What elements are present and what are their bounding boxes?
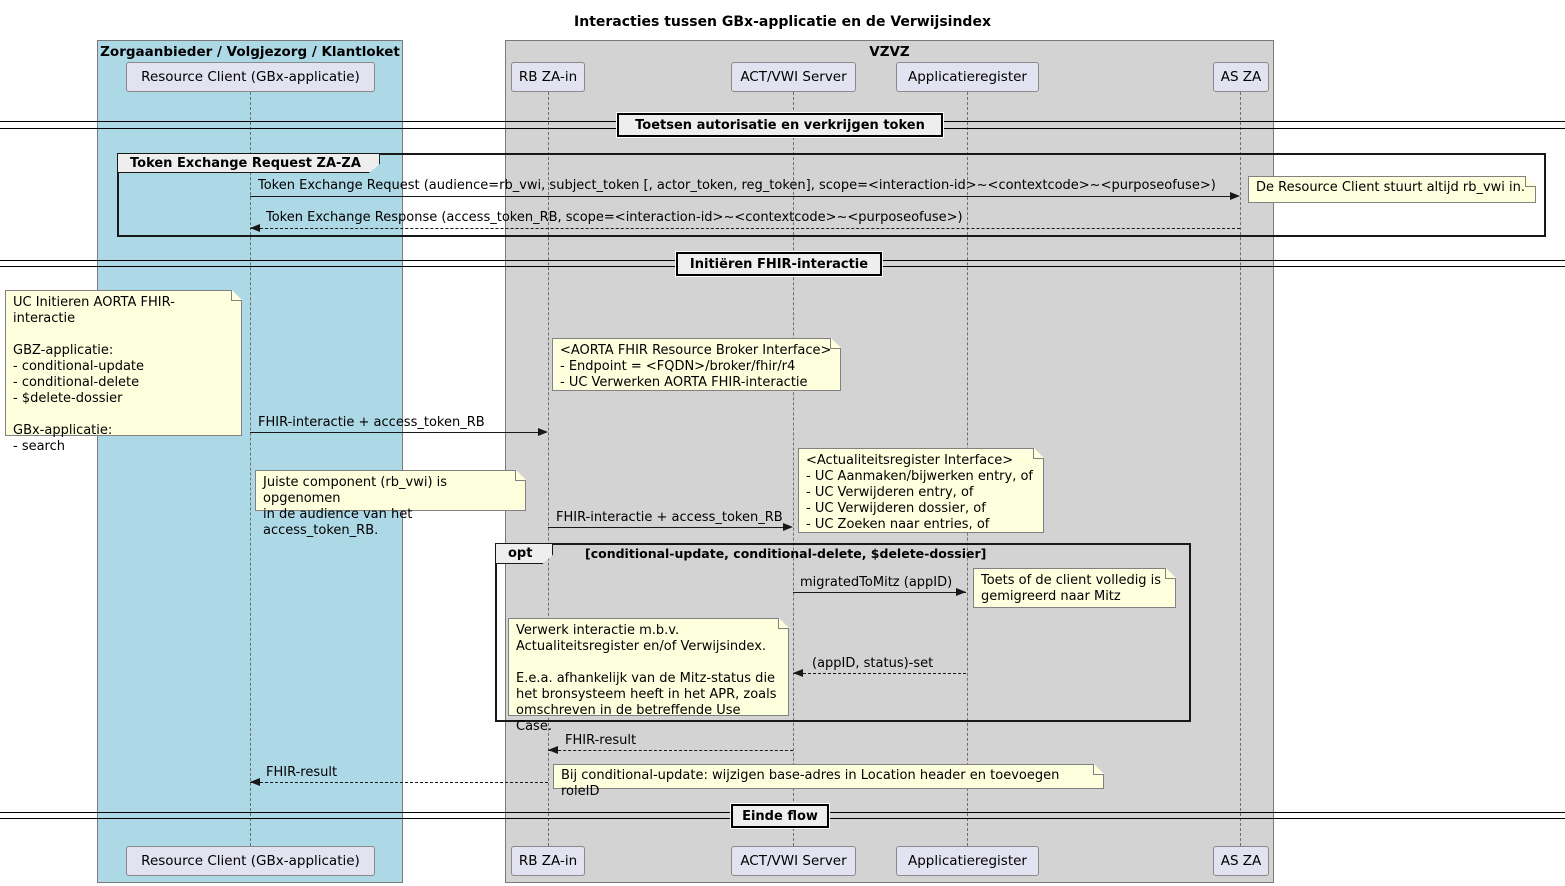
box-vzvz-title: VZVZ [869, 44, 910, 60]
note-uc-initieren: UC Initieren AORTA FHIR-interactie GBZ-a… [5, 290, 242, 454]
note-verwerk-interactie: Verwerk interactie m.b.v. Actualiteitsre… [508, 618, 789, 734]
note-uc-initieren-text: UC Initieren AORTA FHIR-interactie GBZ-a… [13, 295, 175, 454]
participant-applicatieregister-top: Applicatieregister [896, 62, 1039, 92]
box-zorgaanbieder-title: Zorgaanbieder / Volgjezorg / Klantloket [100, 44, 400, 60]
note-fold-icon [830, 338, 841, 349]
note-fold-icon [778, 618, 789, 629]
message-label-fhir-result-1: FHIR-result [565, 733, 637, 748]
message-arrow-fhir-interactie-1 [250, 432, 539, 433]
note-rb-vwi: De Resource Client stuurt altijd rb_vwi … [1248, 176, 1536, 203]
opt-frame [495, 543, 1191, 722]
note-toets-client: Toets of de client volledig is gemigreer… [973, 568, 1176, 608]
note-aorta-broker-interface: <AORTA FHIR Resource Broker Interface> -… [552, 338, 841, 391]
lifeline-rb-za-in [548, 92, 549, 846]
message-label-migrated-to-mitz: migratedToMitz (appID) [800, 575, 953, 590]
note-fold-icon [515, 470, 526, 481]
note-fold-icon [1093, 764, 1104, 775]
message-label-appid-status-set: (appID, status)-set [812, 656, 934, 671]
participant-as-za-label: AS ZA [1220, 69, 1262, 85]
divider-toetsen-autorisatie: Toetsen autorisatie en verkrijgen token [617, 113, 943, 137]
message-label-token-exchange-request: Token Exchange Request (audience=rb_vwi,… [258, 178, 1216, 193]
arrowhead-right-icon [1230, 192, 1240, 200]
lifeline-resource-client [250, 92, 251, 846]
participant-applicatieregister-label: Applicatieregister [908, 853, 1027, 869]
divider-einde-flow: Einde flow [731, 804, 829, 828]
participant-resource-client-label: Resource Client (GBx-applicatie) [141, 69, 360, 85]
message-arrow-migrated-to-mitz [793, 592, 966, 593]
note-bij-conditional-update-text: Bij conditional-update: wijzigen base-ad… [561, 768, 1060, 799]
participant-as-za-bottom: AS ZA [1213, 846, 1269, 876]
note-rb-vwi-text: De Resource Client stuurt altijd rb_vwi … [1256, 180, 1526, 195]
participant-resource-client-label: Resource Client (GBx-applicatie) [141, 853, 360, 869]
note-aorta-broker-interface-text: <AORTA FHIR Resource Broker Interface> -… [560, 343, 832, 390]
message-arrow-token-exchange-request [250, 196, 1231, 197]
note-fold-icon [231, 290, 242, 301]
arrowhead-left-icon [548, 746, 558, 754]
arrowhead-right-icon [538, 428, 548, 436]
message-label-fhir-interactie-1: FHIR-interactie + access_token_RB [258, 415, 485, 430]
participant-rb-za-in-top: RB ZA-in [511, 62, 585, 92]
participant-applicatieregister-label: Applicatieregister [908, 69, 1027, 85]
note-actualiteitsregister-interface-text: <Actualiteitsregister Interface> - UC Aa… [806, 453, 1034, 532]
lifeline-act-vwi-server [793, 92, 794, 846]
arrowhead-right-icon [956, 588, 966, 596]
note-fold-icon [1033, 448, 1044, 459]
participant-act-vwi-server-bottom: ACT/VWI Server [731, 846, 856, 876]
participant-rb-za-in-bottom: RB ZA-in [511, 846, 585, 876]
note-bij-conditional-update: Bij conditional-update: wijzigen base-ad… [553, 764, 1104, 799]
divider-initieren-fhir: Initiëren FHIR-interactie [676, 252, 882, 276]
note-fold-icon [1165, 568, 1176, 579]
group-token-exchange-frame [117, 153, 1546, 237]
participant-act-vwi-server-label: ACT/VWI Server [740, 853, 847, 869]
note-fold-icon [1525, 176, 1536, 187]
participant-as-za-label: AS ZA [1220, 853, 1262, 869]
participant-rb-za-in-label: RB ZA-in [518, 853, 578, 869]
message-arrow-fhir-result-2 [250, 782, 548, 783]
message-arrow-token-exchange-response [250, 228, 1240, 229]
note-actualiteitsregister-interface: <Actualiteitsregister Interface> - UC Aa… [798, 448, 1044, 533]
lifeline-as-za [1240, 92, 1241, 846]
participant-as-za-top: AS ZA [1213, 62, 1269, 92]
note-toets-client-text: Toets of de client volledig is gemigreer… [981, 573, 1162, 604]
diagram-title: Interacties tussen GBx-applicatie en de … [574, 14, 991, 30]
note-juiste-component: Juiste component (rb_vwi) is opgenomen i… [255, 470, 526, 538]
participant-resource-client-bottom: Resource Client (GBx-applicatie) [126, 846, 375, 876]
arrowhead-left-icon [793, 669, 803, 677]
note-juiste-component-text: Juiste component (rb_vwi) is opgenomen i… [263, 475, 448, 538]
participant-act-vwi-server-label: ACT/VWI Server [740, 69, 847, 85]
opt-frame-keyword: opt [496, 544, 553, 564]
message-label-fhir-interactie-2: FHIR-interactie + access_token_RB [556, 510, 783, 525]
participant-resource-client-top: Resource Client (GBx-applicatie) [126, 62, 375, 92]
participant-applicatieregister-bottom: Applicatieregister [896, 846, 1039, 876]
arrowhead-right-icon [783, 523, 793, 531]
message-label-fhir-result-2: FHIR-result [266, 765, 338, 780]
arrowhead-left-icon [250, 224, 260, 232]
message-label-token-exchange-response: Token Exchange Response (access_token_RB… [266, 210, 963, 225]
participant-act-vwi-server-top: ACT/VWI Server [731, 62, 856, 92]
arrowhead-left-icon [250, 778, 260, 786]
note-verwerk-interactie-text: Verwerk interactie m.b.v. Actualiteitsre… [516, 623, 777, 734]
opt-frame-guard: [conditional-update, conditional-delete,… [585, 546, 987, 561]
group-token-exchange-header: Token Exchange Request ZA-ZA [118, 154, 380, 173]
message-arrow-appid-status-set [793, 673, 966, 674]
message-arrow-fhir-result-1 [548, 750, 793, 751]
participant-rb-za-in-label: RB ZA-in [518, 69, 578, 85]
message-arrow-fhir-interactie-2 [548, 527, 784, 528]
